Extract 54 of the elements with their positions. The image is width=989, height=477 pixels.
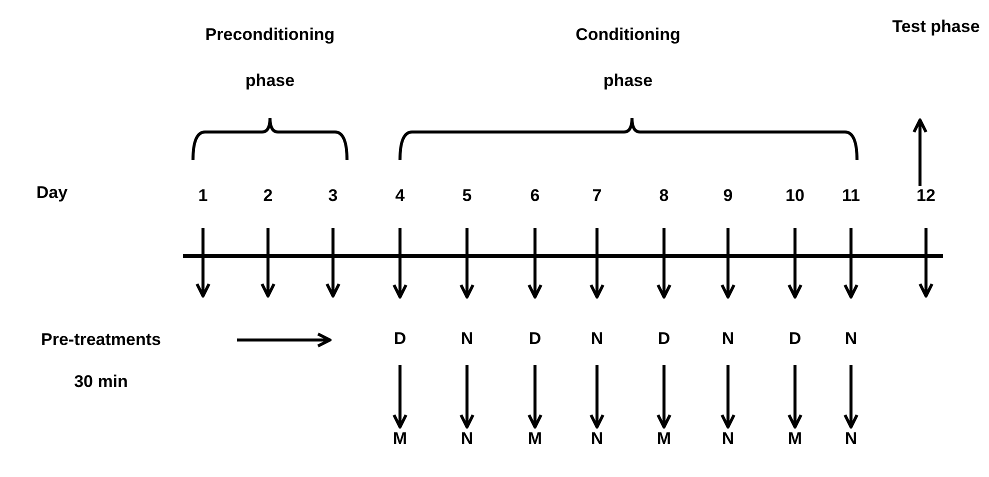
arrow <box>528 365 542 428</box>
day-number: 3 <box>313 185 353 227</box>
day-number: 12 <box>906 185 946 227</box>
arrow <box>326 228 340 298</box>
arrow <box>392 365 408 428</box>
day-number: 6 <box>515 185 555 227</box>
arrow <box>720 365 736 428</box>
treatment-code: D <box>650 298 678 364</box>
day-number: 4 <box>380 185 420 227</box>
arrow <box>528 228 542 298</box>
arrow <box>844 365 858 428</box>
arrow <box>260 228 276 298</box>
treatment-code: M <box>781 428 809 466</box>
arrow <box>918 228 934 298</box>
treatment-code: D <box>386 298 414 364</box>
treatment-code: N <box>837 428 865 466</box>
treatment-code: N <box>837 298 865 364</box>
treatment-code: N <box>714 428 742 466</box>
phase-label: Preconditioning phase <box>205 24 335 92</box>
day-number: 10 <box>775 185 815 227</box>
axis-label: Day <box>35 182 69 204</box>
phase-label: Test phase <box>891 16 981 38</box>
treatment-code: D <box>521 298 549 364</box>
arrow <box>590 365 604 428</box>
day-number: 8 <box>644 185 684 227</box>
arrow <box>196 228 210 298</box>
duration-label: 30 min <box>73 371 129 393</box>
day-number: 11 <box>831 185 871 227</box>
arrow <box>392 228 408 298</box>
treatment-code: N <box>714 298 742 364</box>
arrow <box>656 365 672 428</box>
phase-label: Conditioning phase <box>574 24 682 92</box>
arrow <box>788 228 802 298</box>
arrow <box>460 228 474 298</box>
treatment-code: N <box>453 298 481 364</box>
day-number: 9 <box>708 185 748 227</box>
day-number: 7 <box>577 185 617 227</box>
day-number: 2 <box>248 185 288 227</box>
arrow <box>788 365 802 428</box>
arrow <box>590 228 604 298</box>
arrow <box>720 228 736 298</box>
arrow <box>844 228 858 298</box>
treatment-code: D <box>781 298 809 364</box>
pretreatment-label: Pre-treatments <box>40 329 162 351</box>
treatment-code: M <box>386 428 414 466</box>
treatment-code: N <box>583 298 611 364</box>
day-number: 1 <box>183 185 223 227</box>
treatment-code: N <box>583 428 611 466</box>
arrow <box>656 228 672 298</box>
treatment-code: M <box>521 428 549 466</box>
treatment-code: M <box>650 428 678 466</box>
arrow <box>460 365 474 428</box>
treatment-code: N <box>453 428 481 466</box>
day-number: 5 <box>447 185 487 227</box>
